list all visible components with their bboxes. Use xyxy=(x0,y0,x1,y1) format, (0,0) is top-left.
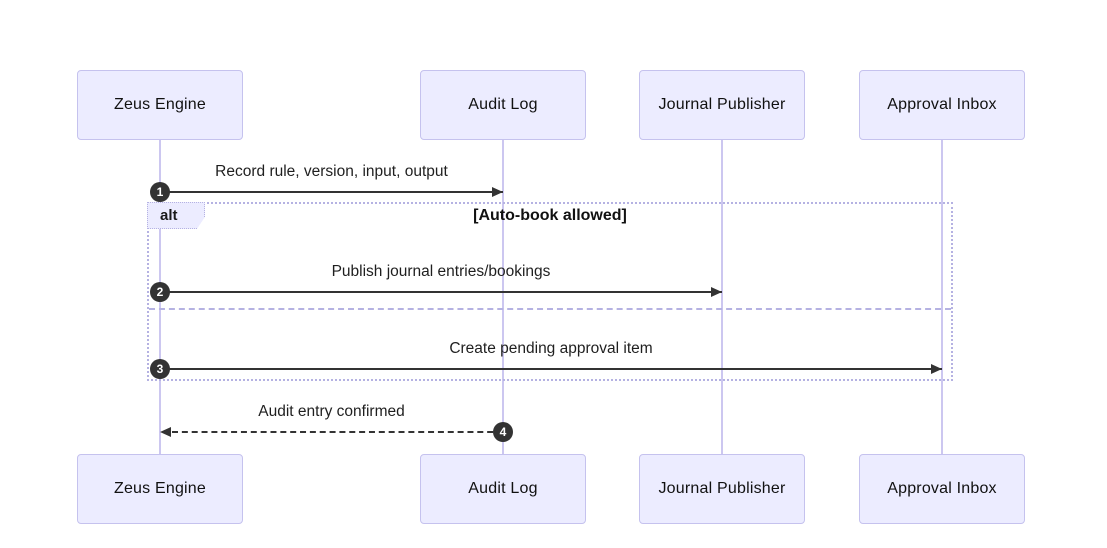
alt-frame-tab: alt xyxy=(147,202,205,229)
actor-approval-inbox-top-label: Approval Inbox xyxy=(887,96,997,113)
actor-approval-inbox-top: Approval Inbox xyxy=(859,70,1025,140)
message-4-label: Audit entry confirmed xyxy=(258,403,405,420)
message-4-seq-badge: 4 xyxy=(493,422,513,442)
actor-approval-inbox-bottom-label: Approval Inbox xyxy=(887,480,997,497)
lifeline-approval-inbox xyxy=(941,140,943,454)
actor-journal-publisher-bottom: Journal Publisher xyxy=(639,454,805,524)
lifeline-audit-log xyxy=(502,140,504,454)
message-2-arrowhead-icon xyxy=(711,287,722,297)
actor-zeus-engine-bottom: Zeus Engine xyxy=(77,454,243,524)
alt-frame-label: alt xyxy=(160,207,178,224)
actor-audit-log-top: Audit Log xyxy=(420,70,586,140)
message-3-label: Create pending approval item xyxy=(449,340,653,357)
actor-audit-log-bottom-label: Audit Log xyxy=(468,480,538,497)
message-2-line xyxy=(160,291,722,293)
message-3-arrowhead-icon xyxy=(931,364,942,374)
alt-frame-condition: [Auto-book allowed] xyxy=(473,207,627,224)
alt-frame-divider xyxy=(149,308,951,310)
message-2-label: Publish journal entries/bookings xyxy=(331,263,551,280)
message-3-line xyxy=(160,368,942,370)
message-1-line xyxy=(160,191,503,193)
message-4-arrowhead-icon xyxy=(160,427,171,437)
actor-audit-log-bottom: Audit Log xyxy=(420,454,586,524)
actor-zeus-engine-top: Zeus Engine xyxy=(77,70,243,140)
message-2-seq-badge: 2 xyxy=(150,282,170,302)
actor-audit-log-top-label: Audit Log xyxy=(468,96,538,113)
actor-zeus-engine-bottom-label: Zeus Engine xyxy=(113,480,207,497)
message-1-arrowhead-icon xyxy=(492,187,503,197)
actor-journal-publisher-top-label: Journal Publisher xyxy=(658,96,786,113)
actor-approval-inbox-bottom: Approval Inbox xyxy=(859,454,1025,524)
message-4-line xyxy=(172,431,503,433)
actor-journal-publisher-bottom-label: Journal Publisher xyxy=(658,480,786,497)
alt-frame: alt [Auto-book allowed] xyxy=(147,202,953,381)
lifeline-journal-publisher xyxy=(721,140,723,454)
message-3-seq-badge: 3 xyxy=(150,359,170,379)
actor-zeus-engine-top-label: Zeus Engine xyxy=(113,96,207,113)
actor-journal-publisher-top: Journal Publisher xyxy=(639,70,805,140)
message-1-seq-badge: 1 xyxy=(150,182,170,202)
message-1-label: Record rule, version, input, output xyxy=(215,163,448,180)
